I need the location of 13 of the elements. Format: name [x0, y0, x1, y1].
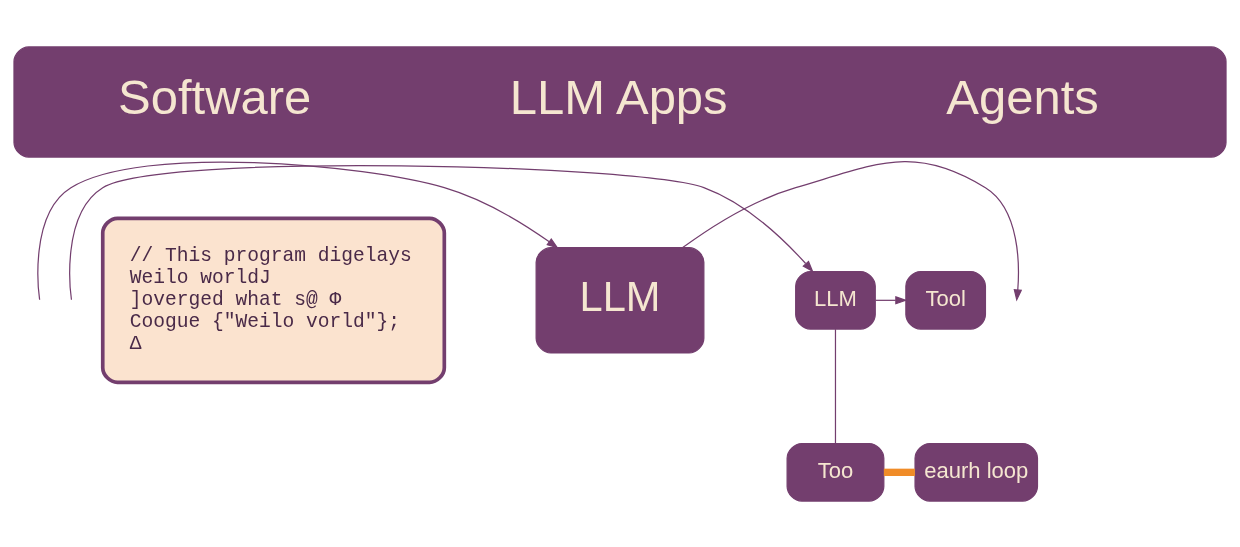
- node-box: Tool: [905, 270, 987, 330]
- arrow: [874, 295, 908, 305]
- node-box: LLM: [535, 246, 705, 354]
- node-box: LLM: [795, 270, 876, 330]
- arrow: [682, 160, 1023, 302]
- node-box: Too: [786, 442, 885, 502]
- node-box: // This program digelays Weilo worldJ ]overged what s@ Φ Coogue {"Weilo vorld"}; Δ: [100, 215, 447, 384]
- node-box: Software LLM Apps Agents: [13, 45, 1227, 158]
- connector: [834, 328, 837, 444]
- node-box: eaurh loop: [914, 442, 1039, 502]
- arrow: [37, 160, 559, 300]
- connector: [883, 468, 915, 476]
- arrow: [69, 164, 814, 300]
